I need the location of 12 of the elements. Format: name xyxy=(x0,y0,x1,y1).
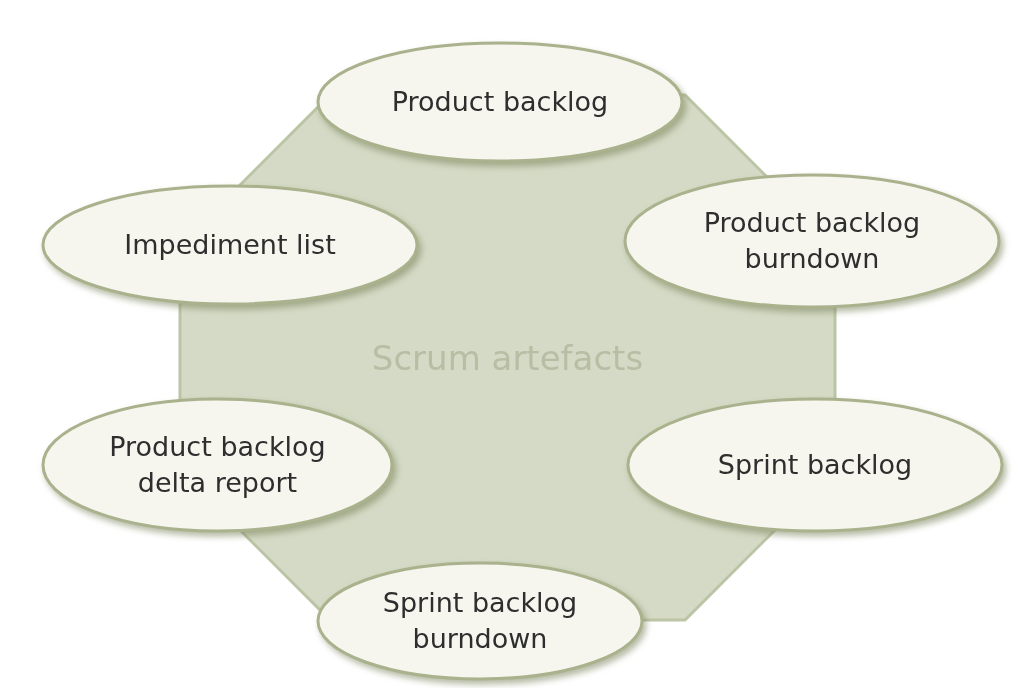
node-label: Product backlog delta report xyxy=(108,430,327,500)
node-label: Sprint backlog burndown xyxy=(381,586,579,656)
artefact-ellipse xyxy=(40,396,395,534)
node-label: Sprint backlog xyxy=(717,448,913,482)
artefact-ellipse xyxy=(625,396,1005,534)
artefact-ellipse xyxy=(315,560,645,682)
artefact-ellipse xyxy=(40,183,420,307)
artefact-ellipse xyxy=(315,40,685,164)
artefact-ellipse xyxy=(622,172,1002,310)
node-label: Impediment list xyxy=(124,228,336,262)
node-label: Product backlog burndown xyxy=(702,206,922,276)
node-label: Product backlog xyxy=(391,85,609,119)
